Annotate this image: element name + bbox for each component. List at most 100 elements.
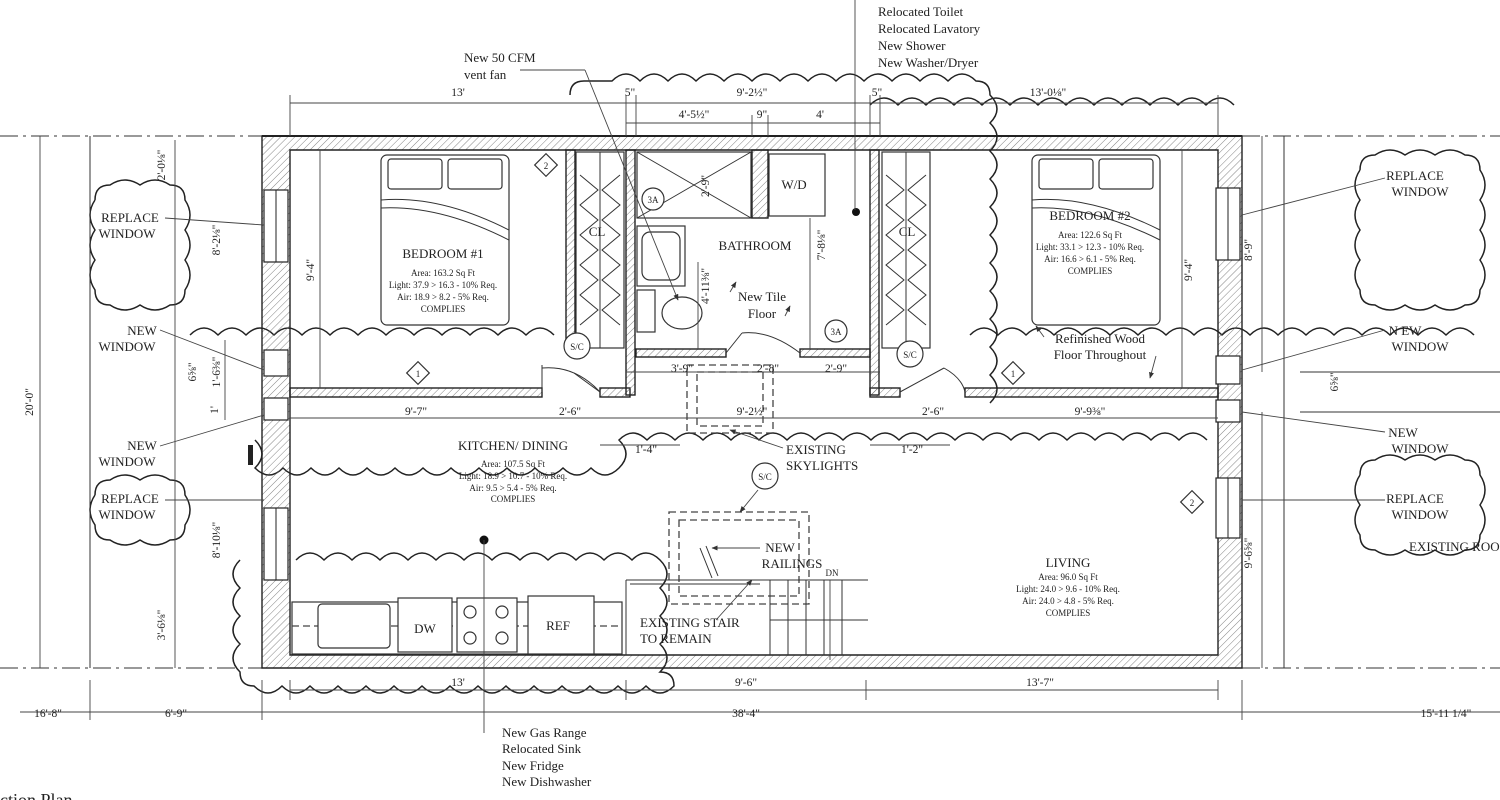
svg-text:Air: 16.6 > 6.1 - 5% Req.: Air: 16.6 > 6.1 - 5% Req. <box>1044 254 1136 264</box>
closet-2-label: CL <box>899 224 916 239</box>
svg-text:N EW: N EW <box>1389 323 1423 338</box>
svg-text:9'-4": 9'-4" <box>305 259 317 281</box>
svg-text:WINDOW: WINDOW <box>1391 184 1449 199</box>
svg-text:BEDROOM #1: BEDROOM #1 <box>402 246 483 261</box>
svg-text:13': 13' <box>451 677 465 689</box>
svg-text:Light: 18.9 > 10.7 - 10% Req.: Light: 18.9 > 10.7 - 10% Req. <box>459 471 567 481</box>
svg-text:REPLACE: REPLACE <box>1386 168 1444 183</box>
svg-text:9'-6": 9'-6" <box>735 677 757 689</box>
svg-text:3'-6⅛": 3'-6⅛" <box>156 610 168 641</box>
svg-text:New Shower: New Shower <box>878 38 946 53</box>
fixture-labels: W/D CL CL DW REF DN <box>414 177 915 636</box>
closet-1 <box>575 151 625 349</box>
svg-text:WINDOW: WINDOW <box>1391 507 1449 522</box>
svg-text:2: 2 <box>544 161 549 171</box>
svg-text:3'-9": 3'-9" <box>671 363 693 375</box>
svg-text:6'-9": 6'-9" <box>165 708 187 720</box>
svg-text:Relocated Sink: Relocated Sink <box>502 741 582 756</box>
svg-text:Air: 9.5 > 5.4 - 5% Req.: Air: 9.5 > 5.4 - 5% Req. <box>469 483 556 493</box>
room-bathroom: BATHROOM <box>719 238 792 253</box>
svg-text:20'-0": 20'-0" <box>24 388 36 416</box>
dimensions-vertical: 20'-0" 2'-0⅛" 8'-2⅛" 9'-4" 9'-4" 8'-9" 6… <box>24 136 1341 668</box>
svg-text:Light: 33.1 > 12.3 - 10% Req.: Light: 33.1 > 12.3 - 10% Req. <box>1036 242 1144 252</box>
closet-2 <box>881 151 931 349</box>
dishwasher-label: DW <box>414 621 436 636</box>
svg-text:6⅝": 6⅝" <box>187 362 199 381</box>
svg-text:1'-6⅜": 1'-6⅜" <box>211 357 223 388</box>
svg-text:REPLACE: REPLACE <box>101 491 159 506</box>
smoke-detector-1: S/C <box>563 332 591 360</box>
svg-text:8'-10⅛": 8'-10⅛" <box>211 522 223 558</box>
svg-text:WINDOW: WINDOW <box>98 454 156 469</box>
tag-1-left: 1 <box>405 360 431 386</box>
note-bathroom-changes: Relocated Toilet Relocated Lavatory New … <box>854 0 981 210</box>
svg-text:3A: 3A <box>831 327 843 337</box>
dimensions-top: 13' 5" 9'-2½" 5" 13'-0⅛" 4'-5½" 9" 4' <box>289 87 1219 136</box>
svg-text:COMPLIES: COMPLIES <box>1068 266 1113 276</box>
svg-text:9'-7": 9'-7" <box>405 406 427 418</box>
note-replace-window-left-top: REPLACE WINDOW <box>98 210 265 241</box>
cloud-bathroom <box>569 73 998 404</box>
note-new-tile: New Tile Floor <box>729 281 791 321</box>
svg-text:New Washer/Dryer: New Washer/Dryer <box>878 55 979 70</box>
svg-text:COMPLIES: COMPLIES <box>1046 608 1091 618</box>
svg-text:Refinished Wood: Refinished Wood <box>1055 331 1146 346</box>
room-bedroom-2: BEDROOM #2 Area: 122.6 Sq Ft Light: 33.1… <box>1036 208 1144 276</box>
svg-text:13'-7": 13'-7" <box>1026 677 1054 689</box>
svg-text:NEW: NEW <box>1388 425 1418 440</box>
svg-text:15'-11 1/4": 15'-11 1/4" <box>1421 708 1472 720</box>
cloud-right-window-1 <box>1354 149 1486 311</box>
note-replace-window-right-bottom: REPLACE WINDOW <box>1242 491 1449 522</box>
svg-text:Area: 96.0 Sq Ft: Area: 96.0 Sq Ft <box>1038 572 1098 582</box>
svg-text:REPLACE: REPLACE <box>1386 491 1444 506</box>
refrigerator <box>527 595 595 655</box>
svg-text:8'-2⅛": 8'-2⅛" <box>211 225 223 256</box>
cloud-right-window-2 <box>1354 454 1486 556</box>
tag-2-living: 2 <box>1179 489 1205 515</box>
svg-text:4'-5½": 4'-5½" <box>679 109 710 121</box>
dimensions-middle: 9'-7" 2'-6" 3'-9" 2'-8" 2'-9" 2'-6" 9'-9… <box>290 363 1218 456</box>
interior-walls <box>289 149 1219 398</box>
note-kitchen-items: New Gas Range Relocated Sink New Fridge … <box>483 540 592 789</box>
smoke-detector-2: S/C <box>896 340 924 368</box>
svg-text:New Tile: New Tile <box>738 289 786 304</box>
svg-text:Area: 163.2 Sq Ft: Area: 163.2 Sq Ft <box>411 268 475 278</box>
svg-text:7'-8⅛": 7'-8⅛" <box>816 230 828 261</box>
svg-text:Area: 107.5 Sq Ft: Area: 107.5 Sq Ft <box>481 459 545 469</box>
svg-text:13'-0⅛": 13'-0⅛" <box>1030 87 1066 99</box>
smoke-detector-3: S/C <box>751 462 779 490</box>
tags: 2 1 1 2 3A 3A S/C S/C S/C <box>405 152 1205 515</box>
svg-text:Floor Throughout: Floor Throughout <box>1054 347 1147 362</box>
svg-text:COMPLIES: COMPLIES <box>491 494 536 504</box>
cloud-top-right <box>869 97 1235 107</box>
svg-text:S/C: S/C <box>758 472 772 482</box>
note-stair: EXISTING STAIR TO REMAIN <box>640 579 753 646</box>
svg-text:WINDOW: WINDOW <box>98 507 156 522</box>
svg-text:NEW: NEW <box>765 540 795 555</box>
cloud-left-window-1 <box>89 179 191 311</box>
doors <box>541 332 966 393</box>
svg-text:Floor: Floor <box>748 306 777 321</box>
svg-text:1'-4": 1'-4" <box>635 444 657 456</box>
svg-text:S/C: S/C <box>903 350 917 360</box>
svg-text:9'-2½": 9'-2½" <box>737 87 768 99</box>
bed-2 <box>1031 154 1161 326</box>
svg-text:3A: 3A <box>648 195 660 205</box>
tag-1-right: 1 <box>1000 360 1026 386</box>
svg-text:1: 1 <box>416 369 421 379</box>
room-bedroom-1: BEDROOM #1 Area: 163.2 Sq Ft Light: 37.9… <box>389 246 497 314</box>
property-lines <box>0 135 1500 669</box>
kitchen-counter <box>291 595 623 655</box>
note-new-window-right-2: NEW WINDOW <box>1241 411 1449 456</box>
svg-text:5": 5" <box>625 87 635 99</box>
svg-text:Relocated Toilet: Relocated Toilet <box>878 4 964 19</box>
svg-text:Relocated Lavatory: Relocated Lavatory <box>878 21 981 36</box>
note-new-window-right-1: N EW WINDOW <box>1241 323 1449 371</box>
svg-text:38'-4": 38'-4" <box>732 708 760 720</box>
svg-text:LIVING: LIVING <box>1046 555 1091 570</box>
cloud-kitchen <box>253 432 1208 476</box>
svg-text:New Dishwasher: New Dishwasher <box>502 774 592 789</box>
tag-3a-bath: 3A <box>641 187 665 211</box>
svg-text:NEW: NEW <box>127 323 157 338</box>
note-existing-roof: EXISTING ROO <box>1409 539 1500 554</box>
